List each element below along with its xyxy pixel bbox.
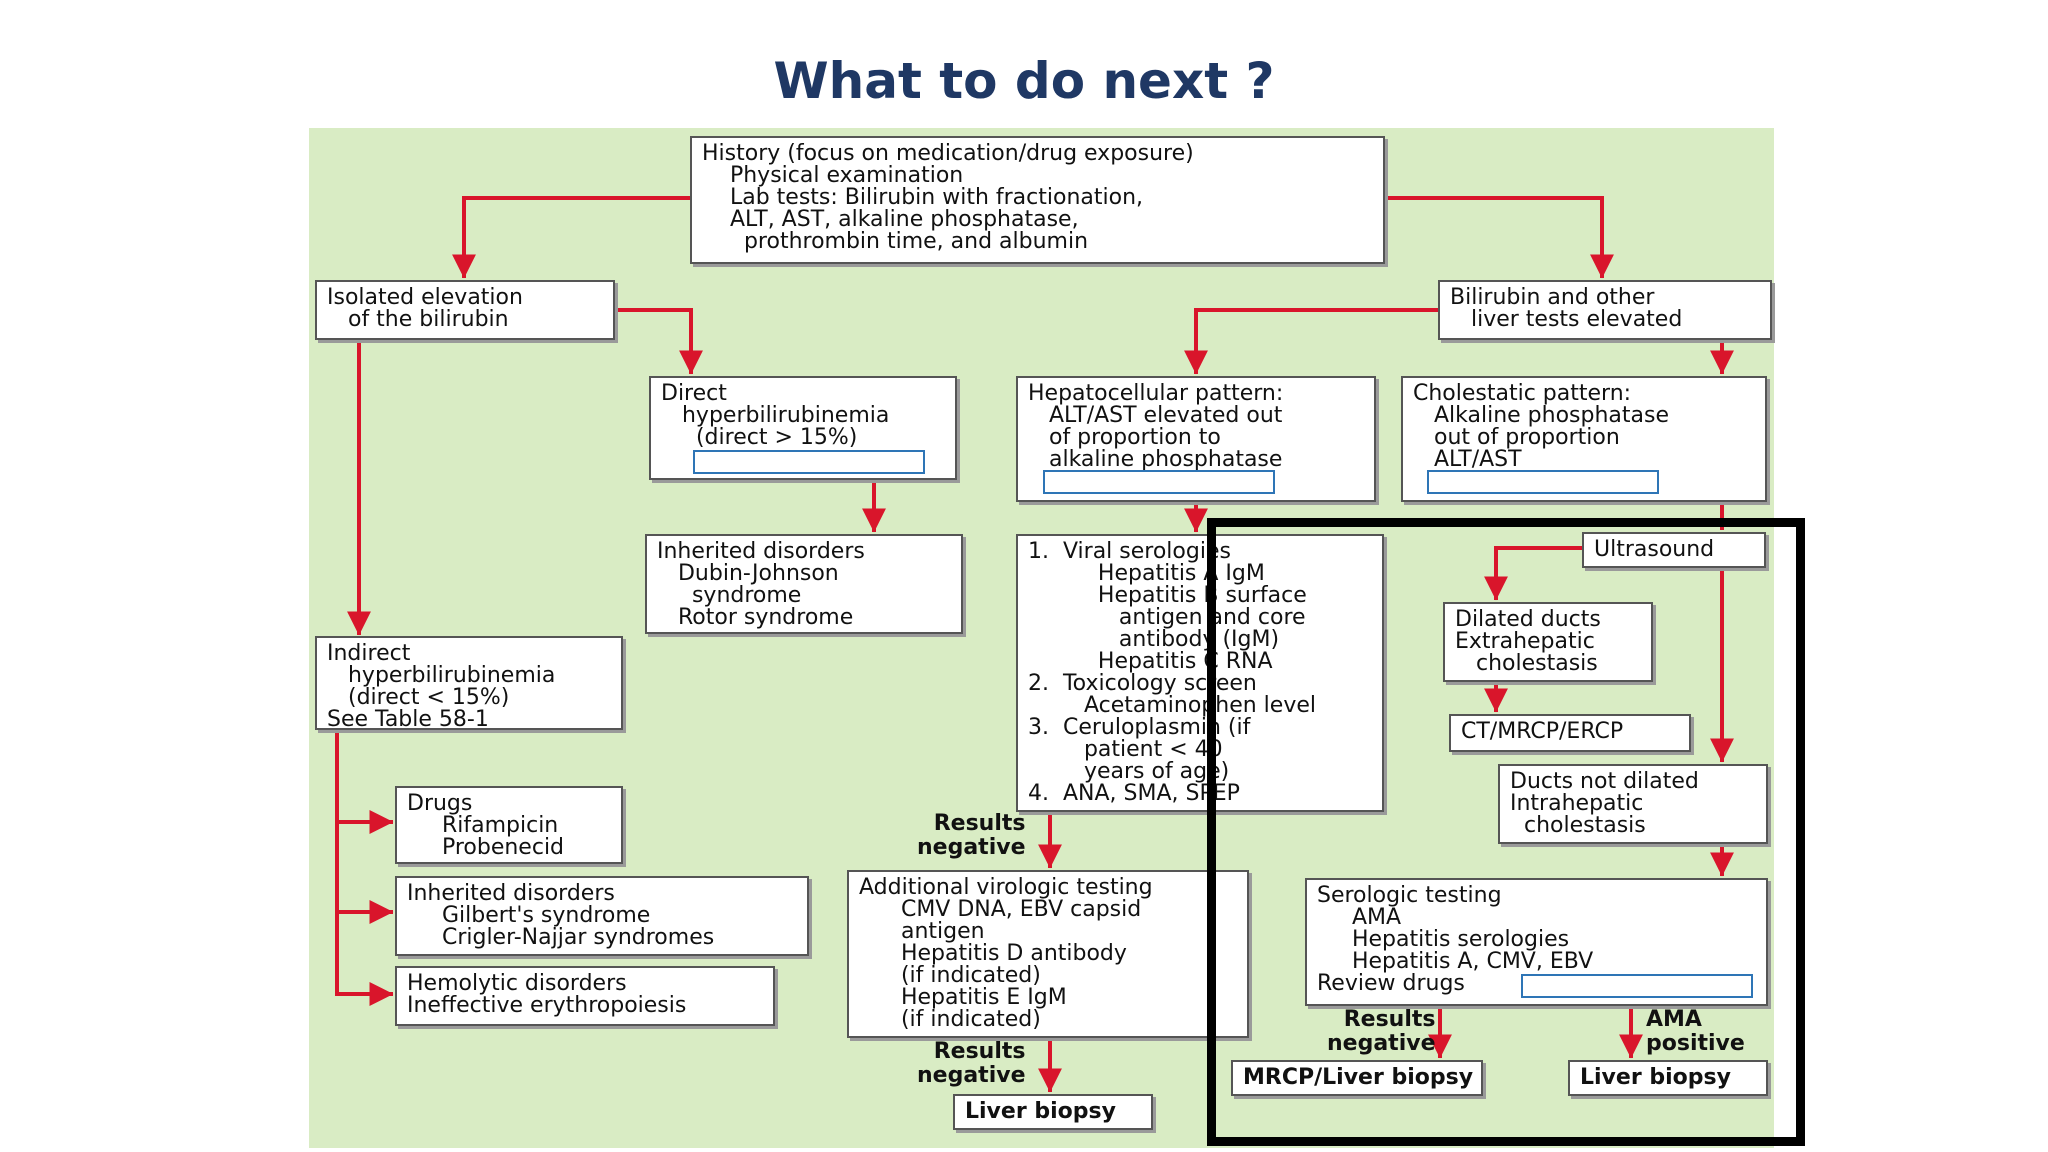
ama-positive-label: AMA positive — [1646, 1007, 1745, 1056]
page-title: What to do next ? — [773, 52, 1275, 110]
isolated-elevation-box: Isolated elevation of the bilirubin — [315, 280, 615, 340]
serologic-answer-blank — [1521, 974, 1753, 998]
arrow-isolated-direct — [611, 308, 703, 375]
arrow-history-isolated — [452, 196, 692, 279]
liver-biopsy-right-box: Liver biopsy — [1568, 1060, 1768, 1096]
bilirubin-other-box: Bilirubin and other liver tests elevated — [1438, 280, 1772, 340]
highlight-frame — [1207, 518, 1805, 1146]
results-negative-label-3: Results negative — [1327, 1007, 1436, 1056]
hemolytic-box: Hemolytic disorders Ineffective erythrop… — [395, 966, 775, 1026]
results-negative-label-2: Results negative — [917, 1039, 1026, 1088]
connector-arrows — [335, 196, 1734, 1093]
results-negative-label-1: Results negative — [917, 811, 1026, 860]
arrow-other-hepatocellular — [1184, 308, 1440, 375]
ultrasound-box: Ultrasound — [1582, 532, 1766, 568]
cholestatic-answer-blank — [1427, 470, 1659, 494]
history-box: History (focus on medication/drug exposu… — [690, 136, 1385, 264]
viral-serologies-box: 1. Viral serologies Hepatitis A IgM Hepa… — [1016, 534, 1384, 812]
indirect-hyperbilirubinemia-box: Indirect hyperbilirubinemia (direct < 15… — [315, 636, 623, 731]
direct-answer-blank — [693, 450, 925, 474]
hepatocellular-answer-blank — [1043, 470, 1275, 494]
inherited-direct-box: Inherited disorders Dubin-Johnson syndro… — [645, 534, 963, 634]
mrcp-liver-biopsy-box: MRCP/Liver biopsy — [1231, 1060, 1483, 1096]
ct-mrcp-ercp-box: CT/MRCP/ERCP — [1449, 714, 1691, 752]
dilated-ducts-box: Dilated ducts Extrahepatic cholestasis — [1443, 602, 1653, 682]
drugs-box: Drugs Rifampicin Probenecid — [395, 786, 623, 864]
flowchart: History (focus on medication/drug exposu… — [309, 128, 1774, 1148]
additional-virologic-box: Additional virologic testing CMV DNA, EB… — [847, 870, 1249, 1038]
ducts-not-dilated-box: Ducts not dilated Intrahepatic cholestas… — [1498, 764, 1768, 844]
inherited-indirect-box: Inherited disorders Gilbert's syndrome C… — [395, 876, 809, 956]
liver-biopsy-bottom-box: Liver biopsy — [953, 1094, 1153, 1130]
arrow-history-bilirubin-other — [1382, 196, 1614, 279]
arrow-ultrasound-dilated — [1484, 546, 1584, 601]
